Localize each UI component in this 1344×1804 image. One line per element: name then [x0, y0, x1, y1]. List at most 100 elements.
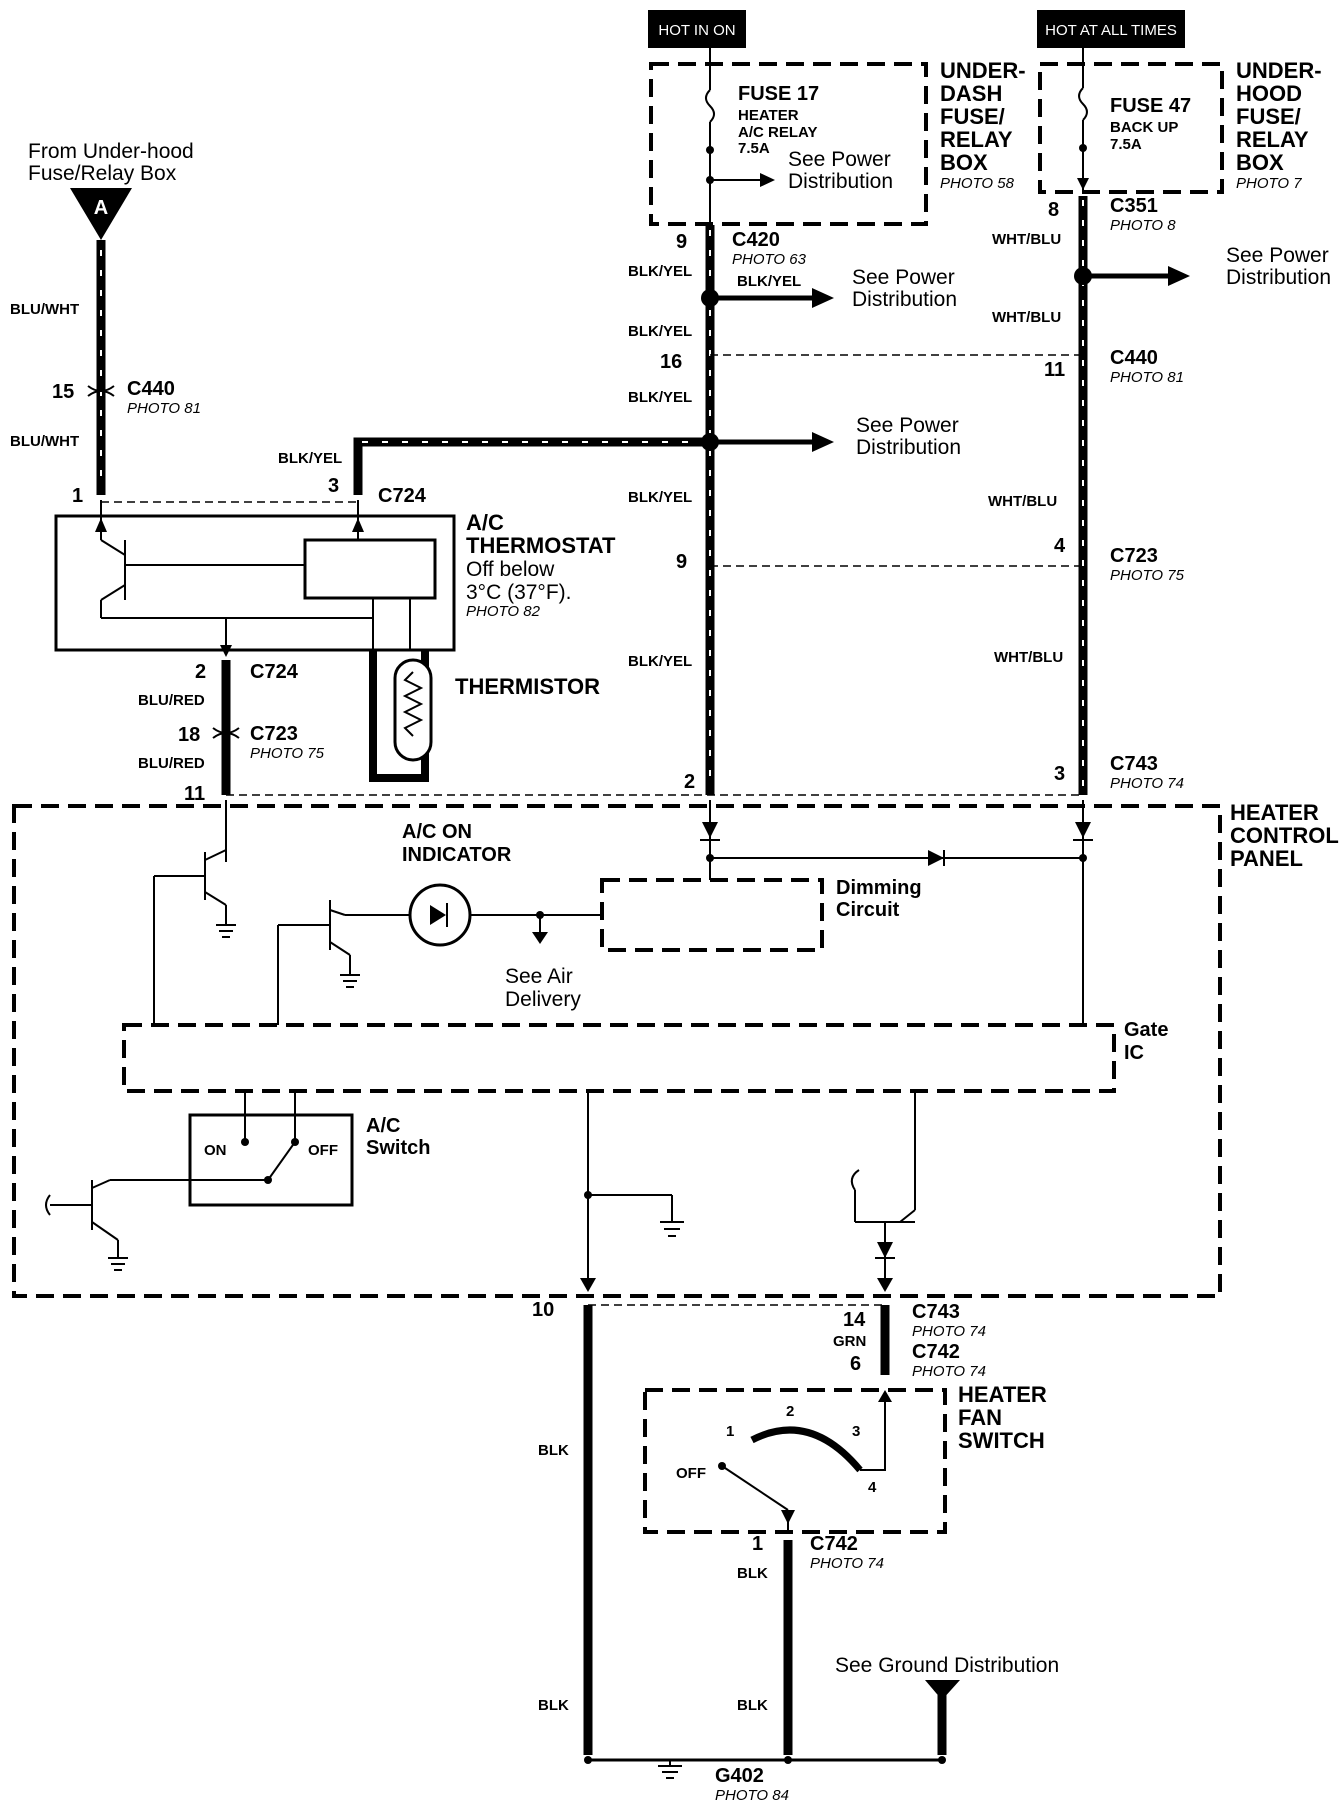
svg-text:OFF: OFF: [308, 1142, 338, 1159]
svg-text:See Power: See Power: [852, 266, 955, 289]
svg-text:PHOTO 84: PHOTO 84: [715, 1787, 789, 1804]
c440-left-connector: [87, 385, 115, 397]
gate-ic: [122, 1023, 1116, 1093]
svg-text:BLK/YEL: BLK/YEL: [628, 389, 692, 406]
svg-text:UNDER-: UNDER-: [940, 58, 1026, 83]
svg-text:14: 14: [843, 1309, 866, 1331]
svg-text:PHOTO 82: PHOTO 82: [466, 603, 541, 620]
svg-text:A: A: [94, 197, 108, 219]
svg-text:PHOTO 8: PHOTO 8: [1110, 217, 1176, 234]
svg-text:BOX: BOX: [940, 150, 988, 175]
svg-text:UNDER-: UNDER-: [1236, 58, 1322, 83]
svg-text:OFF: OFF: [676, 1465, 706, 1482]
svg-text:18: 18: [178, 724, 200, 746]
svg-text:FUSE/: FUSE/: [1236, 104, 1301, 129]
svg-text:PANEL: PANEL: [1230, 846, 1303, 871]
svg-text:1: 1: [726, 1423, 734, 1440]
svg-text:BLK: BLK: [737, 1697, 768, 1714]
svg-text:2: 2: [195, 661, 206, 683]
svg-text:C724: C724: [250, 661, 299, 683]
svg-text:2: 2: [786, 1403, 794, 1420]
svg-text:RELAY: RELAY: [1236, 127, 1309, 152]
svg-text:HOOD: HOOD: [1236, 81, 1302, 106]
svg-text:Off below: Off below: [466, 558, 555, 581]
svg-text:C723: C723: [250, 723, 298, 745]
svg-text:Delivery: Delivery: [505, 988, 581, 1011]
svg-text:INDICATOR: INDICATOR: [402, 844, 512, 866]
fuse17-title: FUSE 17: [738, 83, 819, 105]
dimming-circuit: [600, 878, 824, 952]
svg-text:A/C: A/C: [466, 510, 504, 535]
svg-text:7.5A: 7.5A: [738, 140, 770, 157]
svg-text:ON: ON: [204, 1142, 227, 1159]
ac-switch-label: A/C Switch: [366, 1115, 430, 1159]
svg-text:PHOTO 81: PHOTO 81: [127, 400, 201, 417]
c351-label: C351: [1110, 195, 1158, 217]
svg-text:PHOTO 75: PHOTO 75: [250, 745, 325, 762]
svg-text:6: 6: [850, 1353, 861, 1375]
svg-text:15: 15: [52, 381, 74, 403]
svg-text:A/C: A/C: [366, 1115, 400, 1137]
svg-text:See Power: See Power: [788, 148, 891, 171]
svg-text:HEATER: HEATER: [738, 107, 799, 124]
svg-text:Distribution: Distribution: [788, 170, 893, 193]
svg-text:DASH: DASH: [940, 81, 1002, 106]
svg-text:C440: C440: [127, 378, 175, 400]
svg-text:FAN: FAN: [958, 1405, 1002, 1430]
svg-text:IC: IC: [1124, 1042, 1144, 1064]
blk-yel-thermostat-wire: [353, 437, 710, 495]
svg-text:WHT/BLU: WHT/BLU: [994, 649, 1063, 666]
svg-text:2: 2: [684, 771, 695, 793]
svg-text:HOT IN ON: HOT IN ON: [658, 22, 735, 39]
ac-on-indicator-label: A/C ON INDICATOR: [402, 821, 512, 866]
c743-bot-label: C743: [912, 1301, 960, 1323]
svg-text:BLU/RED: BLU/RED: [138, 755, 205, 772]
ac-switch: [188, 1113, 354, 1207]
see-air-delivery-label: See Air Delivery: [505, 965, 581, 1011]
svg-text:See Power: See Power: [856, 414, 959, 437]
svg-text:8: 8: [1048, 199, 1059, 221]
svg-text:Dimming: Dimming: [836, 877, 922, 899]
svg-text:BLK: BLK: [538, 1442, 569, 1459]
thermostat-relay: [303, 538, 437, 600]
heater-fan-switch: [643, 1388, 947, 1534]
svg-text:BLK/YEL: BLK/YEL: [628, 323, 692, 340]
svg-text:THERMOSTAT: THERMOSTAT: [466, 533, 616, 558]
svg-text:See Air: See Air: [505, 965, 573, 988]
hot-at-all-times-tag: HOT AT ALL TIMES: [1037, 10, 1185, 48]
thermistor: [393, 658, 433, 762]
dimming-circuit-label: Dimming Circuit: [836, 877, 922, 921]
svg-text:A/C RELAY: A/C RELAY: [738, 124, 817, 141]
svg-text:1: 1: [752, 1533, 763, 1555]
g402-label: G402: [715, 1765, 764, 1787]
svg-text:SWITCH: SWITCH: [958, 1428, 1045, 1453]
svg-text:HOT AT ALL TIMES: HOT AT ALL TIMES: [1045, 22, 1177, 39]
svg-text:9: 9: [676, 231, 687, 253]
connector-a-triangle: [70, 188, 132, 240]
thermistor-label: THERMISTOR: [455, 674, 600, 699]
under-hood-fuse-box: [1038, 62, 1224, 194]
svg-text:PHOTO 74: PHOTO 74: [1110, 775, 1184, 792]
svg-text:Switch: Switch: [366, 1137, 430, 1159]
svg-text:See Power: See Power: [1226, 244, 1329, 267]
c743-top-label: C743: [1110, 753, 1158, 775]
svg-text:Gate: Gate: [1124, 1019, 1168, 1041]
c420-label: C420: [732, 229, 780, 251]
fuse17-symbol: [705, 89, 715, 123]
svg-text:3: 3: [328, 475, 339, 497]
svg-text:BLK/YEL: BLK/YEL: [737, 273, 801, 290]
c742-bot-label: C742: [810, 1533, 858, 1555]
svg-text:A/C ON: A/C ON: [402, 821, 472, 843]
svg-text:PHOTO 63: PHOTO 63: [732, 251, 807, 268]
svg-text:3°C (37°F).: 3°C (37°F).: [466, 581, 571, 604]
svg-text:Distribution: Distribution: [1226, 266, 1331, 289]
svg-text:CONTROL: CONTROL: [1230, 823, 1339, 848]
svg-text:BLU/WHT: BLU/WHT: [10, 301, 79, 318]
svg-text:HEATER: HEATER: [958, 1382, 1047, 1407]
svg-text:BLK/YEL: BLK/YEL: [628, 653, 692, 670]
svg-text:From Under-hood: From Under-hood: [28, 140, 194, 163]
svg-text:PHOTO 58: PHOTO 58: [940, 175, 1015, 192]
from-underhood-label: From Under-hood Fuse/Relay Box: [28, 140, 194, 185]
svg-text:Circuit: Circuit: [836, 899, 900, 921]
